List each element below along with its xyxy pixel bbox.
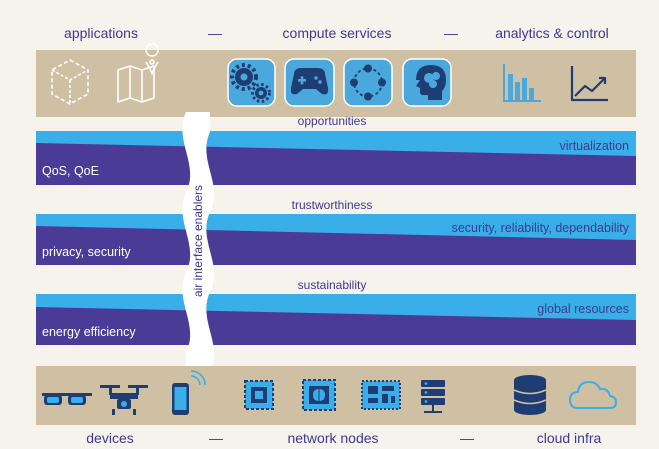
band-title-trustworthiness: trustworthiness — [292, 198, 373, 212]
circuit-board-icon — [361, 380, 401, 410]
band-opportunities-dark — [36, 143, 636, 185]
band-left-qos-qoe: QoS, QoE — [42, 164, 99, 178]
drone-icon — [100, 385, 148, 415]
label-cloud-infra: cloud infra — [537, 430, 602, 446]
label-devices: devices — [86, 430, 133, 446]
network-circle-icon — [343, 58, 393, 107]
label-network-nodes: network nodes — [287, 430, 378, 446]
ai-chip-icon — [302, 379, 336, 411]
air-interface-column — [182, 112, 215, 372]
band-sustainability-dark — [36, 307, 636, 345]
band-trustworthiness-dark — [36, 226, 636, 265]
top-icon-tray — [36, 50, 636, 117]
cloud-icon — [568, 380, 618, 409]
smartphone-icon — [172, 370, 206, 415]
band-left-energy-efficiency: energy efficiency — [42, 325, 136, 339]
connector-top-2: — — [444, 25, 458, 41]
cube-icon — [51, 59, 89, 105]
server-rack-icon — [421, 380, 445, 413]
gears-icon — [227, 58, 276, 107]
chip-icon — [244, 380, 274, 410]
map-pin-icon — [117, 43, 159, 103]
smart-glasses-icon — [42, 393, 92, 405]
connector-top-1: — — [208, 25, 222, 41]
label-compute-services: compute services — [283, 25, 392, 41]
bar-chart-icon — [503, 64, 541, 102]
band-left-privacy-security: privacy, security — [42, 245, 131, 259]
brain-head-icon — [402, 58, 452, 107]
band-right-global-resources: global resources — [537, 302, 629, 316]
label-air-interface-enablers: air interface enablers — [191, 185, 205, 297]
band-right-security-reliability: security, reliability, dependability — [452, 221, 630, 235]
line-chart-icon — [570, 66, 608, 102]
database-icon — [513, 375, 547, 415]
band-title-sustainability: sustainability — [298, 278, 367, 292]
connector-bottom-2: — — [460, 430, 474, 446]
band-right-virtualization: virtualization — [560, 139, 630, 153]
gamepad-icon — [284, 58, 335, 107]
label-applications: applications — [64, 25, 138, 41]
connector-bottom-1: — — [209, 430, 223, 446]
band-title-opportunities: opportunities — [298, 114, 367, 128]
label-analytics-control: analytics & control — [495, 25, 609, 41]
